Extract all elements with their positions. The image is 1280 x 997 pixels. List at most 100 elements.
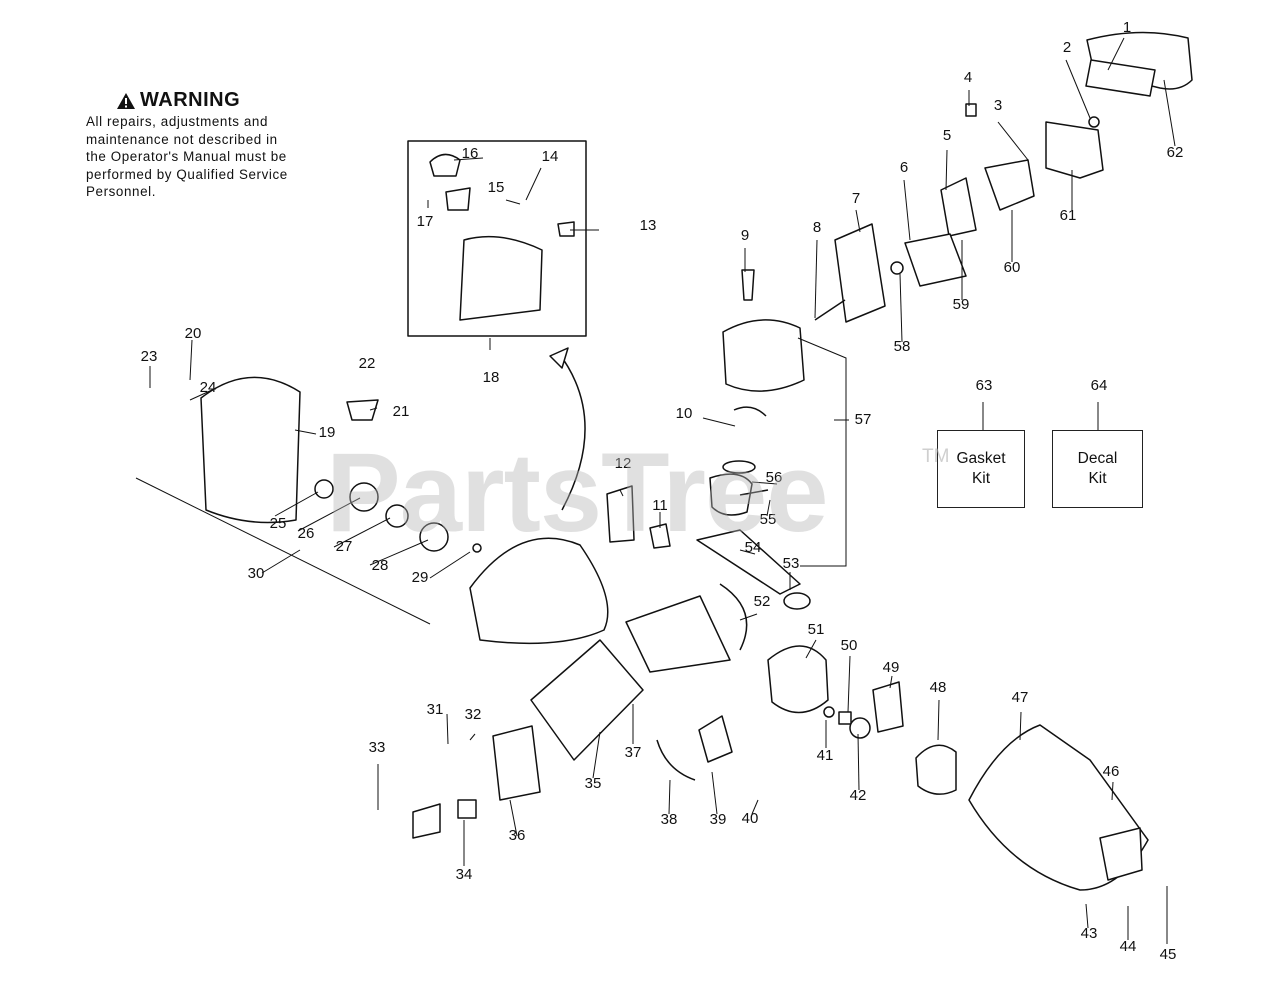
part-number-29[interactable]: 29: [412, 569, 429, 586]
part-number-24[interactable]: 24: [200, 379, 217, 396]
fuel-tank-inset-box: [407, 140, 587, 337]
leader-line: [903, 179, 911, 241]
part-number-58[interactable]: 58: [894, 338, 911, 355]
part-number-12[interactable]: 12: [615, 455, 632, 472]
wrist-pin: [739, 489, 769, 496]
part-number-6[interactable]: 6: [900, 159, 908, 176]
part-number-27[interactable]: 27: [336, 538, 353, 555]
part-number-50[interactable]: 50: [841, 637, 858, 654]
part-number-54[interactable]: 54: [745, 539, 762, 556]
part-number-31[interactable]: 31: [427, 701, 444, 718]
part-number-25[interactable]: 25: [270, 515, 287, 532]
part-number-35[interactable]: 35: [585, 775, 602, 792]
part-number-19[interactable]: 19: [319, 424, 336, 441]
decal-plate: [412, 803, 441, 839]
leader-line: [766, 499, 771, 517]
leader-line: [814, 239, 818, 319]
part-number-9[interactable]: 9: [741, 227, 749, 244]
part-number-5[interactable]: 5: [943, 127, 951, 144]
part-number-61[interactable]: 61: [1060, 207, 1077, 224]
part-number-17[interactable]: 17: [417, 213, 434, 230]
oil-seal: [606, 485, 635, 543]
part-number-7[interactable]: 7: [852, 190, 860, 207]
leader-line: [937, 699, 940, 741]
leader-line: [702, 417, 736, 427]
warning-triangle-icon: [117, 92, 135, 109]
leader-line: [855, 209, 861, 233]
part-number-18[interactable]: 18: [483, 369, 500, 386]
part-number-52[interactable]: 52: [754, 593, 771, 610]
flywheel-nut: [838, 711, 852, 725]
part-number-63[interactable]: 63: [976, 377, 993, 394]
grommet: [557, 221, 575, 237]
part-number-49[interactable]: 49: [883, 659, 900, 676]
leader-line: [429, 551, 471, 579]
part-number-46[interactable]: 46: [1103, 763, 1120, 780]
leader-line: [899, 273, 903, 343]
part-number-14[interactable]: 14: [542, 148, 559, 165]
part-number-21[interactable]: 21: [393, 403, 410, 420]
decal-kit-box[interactable]: Decal Kit: [1052, 430, 1143, 508]
part-number-34[interactable]: 34: [456, 866, 473, 883]
parts-drawings: [200, 31, 1193, 891]
warning-title: WARNING: [140, 89, 241, 111]
part-number-55[interactable]: 55: [760, 511, 777, 528]
gasket-kit-box[interactable]: Gasket Kit: [937, 430, 1025, 508]
air-box-housing: [1045, 121, 1104, 179]
part-number-59[interactable]: 59: [953, 296, 970, 313]
part-number-3[interactable]: 3: [994, 97, 1002, 114]
part-number-8[interactable]: 8: [813, 219, 821, 236]
part-number-23[interactable]: 23: [141, 348, 158, 365]
part-number-39[interactable]: 39: [710, 811, 727, 828]
leader-line: [847, 655, 851, 713]
part-number-15[interactable]: 15: [488, 179, 505, 196]
part-number-16[interactable]: 16: [462, 145, 479, 162]
part-number-2[interactable]: 2: [1063, 39, 1071, 56]
part-number-53[interactable]: 53: [783, 555, 800, 572]
crankcase-flange: [719, 583, 748, 651]
part-number-51[interactable]: 51: [808, 621, 825, 638]
crankshaft: [696, 529, 801, 595]
part-number-56[interactable]: 56: [766, 469, 783, 486]
part-number-26[interactable]: 26: [298, 525, 315, 542]
part-number-33[interactable]: 33: [369, 739, 386, 756]
part-number-62[interactable]: 62: [1167, 144, 1184, 161]
part-number-4[interactable]: 4: [964, 69, 972, 86]
heat-deflector: [530, 639, 644, 761]
part-number-40[interactable]: 40: [742, 810, 759, 827]
part-number-45[interactable]: 45: [1160, 946, 1177, 963]
part-number-28[interactable]: 28: [372, 557, 389, 574]
part-number-30[interactable]: 30: [248, 565, 265, 582]
cylinder: [722, 319, 805, 392]
flywheel-washer: [823, 706, 835, 718]
warning-notice: WARNING All repairs, adjustments and mai…: [86, 89, 326, 201]
part-number-22[interactable]: 22: [359, 355, 376, 372]
part-number-11[interactable]: 11: [652, 497, 668, 514]
part-number-47[interactable]: 47: [1012, 689, 1029, 706]
part-number-42[interactable]: 42: [850, 787, 867, 804]
part-number-32[interactable]: 32: [465, 706, 482, 723]
gasket-kit-label: Gasket Kit: [956, 450, 1006, 487]
starter-housing: [200, 376, 301, 524]
part-number-1[interactable]: 1: [1123, 19, 1131, 36]
part-number-60[interactable]: 60: [1004, 259, 1021, 276]
leader-line: [619, 489, 624, 497]
part-number-43[interactable]: 43: [1081, 925, 1098, 942]
fuel-tank-inset: [459, 235, 543, 321]
part-number-13[interactable]: 13: [640, 217, 657, 234]
inset-arrow-head: [549, 347, 569, 369]
part-number-37[interactable]: 37: [625, 744, 642, 761]
leader-line: [294, 429, 317, 435]
part-number-48[interactable]: 48: [930, 679, 947, 696]
part-number-10[interactable]: 10: [676, 405, 693, 422]
leader-line: [1019, 711, 1022, 741]
part-number-38[interactable]: 38: [661, 811, 678, 828]
clutch-assembly: [872, 681, 904, 733]
part-number-57[interactable]: 57: [855, 411, 872, 428]
part-number-36[interactable]: 36: [509, 827, 526, 844]
part-number-64[interactable]: 64: [1091, 377, 1108, 394]
part-number-20[interactable]: 20: [185, 325, 202, 342]
part-number-44[interactable]: 44: [1120, 938, 1137, 955]
part-number-41[interactable]: 41: [817, 747, 834, 764]
